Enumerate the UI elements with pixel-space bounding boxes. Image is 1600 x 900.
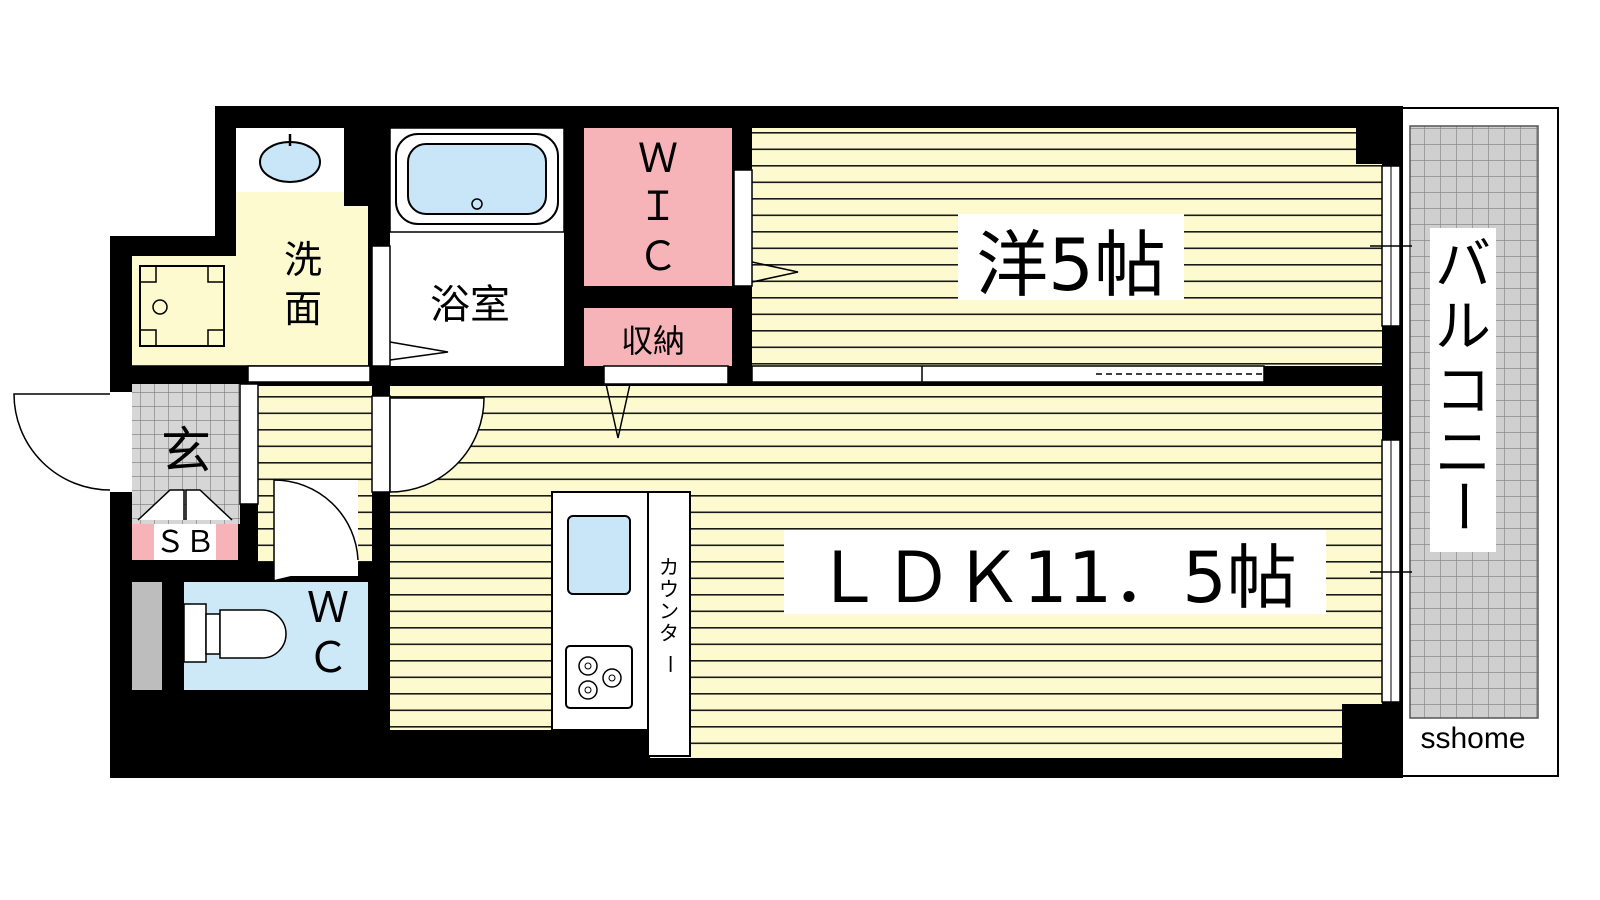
wic-label-w: Ｗ	[638, 136, 678, 182]
balcony-char-2: ル	[1435, 295, 1491, 360]
ldk-label: ＬＤＫ11．5帖	[813, 537, 1297, 619]
counter-label: カ ウ ン タ ー	[658, 555, 682, 674]
balcony-char-4: ニ	[1435, 421, 1491, 486]
ldk-door	[371, 395, 485, 493]
western-label-bg	[958, 214, 1184, 300]
western-label: 洋5帖	[976, 223, 1166, 307]
wic-label-i: Ｉ	[638, 184, 678, 230]
bathroom-label: 浴室	[430, 282, 510, 328]
balcony-window-lower	[1370, 439, 1412, 703]
balcony-window-upper	[1370, 165, 1412, 327]
front-door	[13, 392, 132, 492]
balcony-label-bg	[1430, 228, 1496, 552]
bathtub	[395, 133, 559, 225]
storage-label: 収納	[621, 322, 685, 360]
toilet-label-w: Ｗ	[307, 583, 349, 632]
balcony-char-1: バ	[1435, 233, 1491, 298]
counter-char-2: ウ	[659, 577, 679, 601]
counter-char-5: ー	[658, 654, 682, 674]
balcony-char-3: コ	[1435, 359, 1491, 424]
washroom-label-1: 洗	[284, 238, 322, 282]
counter-char-1: カ	[659, 555, 679, 579]
toilet-label-c: Ｃ	[307, 633, 349, 682]
balcony-char-5: ー	[1429, 478, 1494, 534]
counter-char-3: ン	[659, 599, 679, 623]
ldk-label-bg	[784, 530, 1326, 614]
kitchen-sink	[567, 515, 631, 595]
washroom-label-2: 面	[284, 287, 322, 331]
entrance	[132, 383, 259, 524]
walk-in-closet	[584, 128, 799, 287]
wash-basin	[259, 134, 321, 183]
gas-stove	[565, 645, 633, 709]
washing-machine-pan	[139, 265, 225, 347]
counter-char-4: タ	[659, 621, 679, 645]
bath-door	[371, 245, 449, 367]
balcony	[1399, 107, 1559, 777]
entrance-label: 玄	[161, 422, 211, 480]
storage-closet	[584, 308, 732, 439]
balcony-label: バ ル コ ニ ー	[1429, 233, 1494, 534]
toilet-fixture	[183, 603, 287, 663]
watermark-bg	[1414, 720, 1532, 754]
shoebox-label: ＳＢ	[155, 525, 215, 560]
shoe-box	[132, 489, 238, 560]
watermark: sshome	[1420, 722, 1525, 755]
wic-label-c: Ｃ	[638, 234, 678, 280]
